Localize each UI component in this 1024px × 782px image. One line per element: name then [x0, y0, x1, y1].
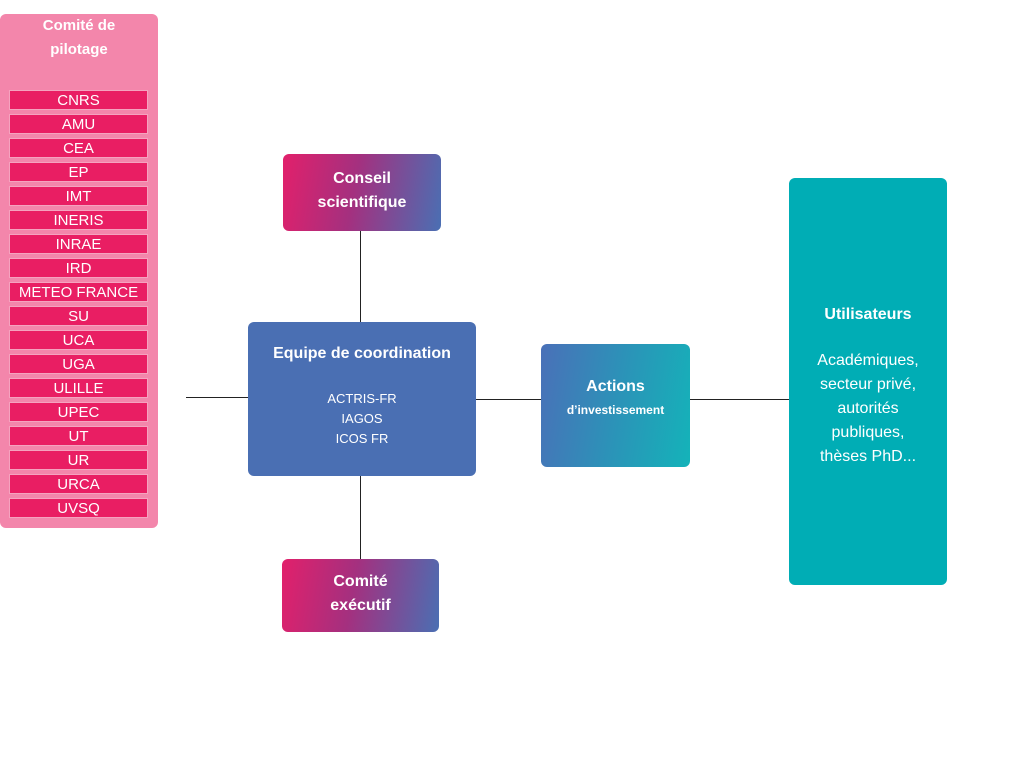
utilisateurs-line: thèses PhD... — [819, 448, 917, 465]
conseil-scientifique-box: Conseil scientifique — [283, 154, 441, 231]
member-item: ULILLE — [9, 378, 148, 398]
member-item: EP — [9, 162, 148, 182]
member-item: IMT — [9, 186, 148, 206]
coordination-items: ACTRIS-FR IAGOS ICOS FR — [248, 389, 476, 449]
member-item: UGA — [9, 354, 148, 374]
utilisateurs-line: Académiques, — [817, 352, 919, 369]
equipe-coordination-box: Equipe de coordination ACTRIS-FR IAGOS I… — [248, 322, 476, 476]
member-item: AMU — [9, 114, 148, 134]
connector-actions-utilisateurs — [690, 399, 789, 400]
member-item: INRAE — [9, 234, 148, 254]
member-item: CEA — [9, 138, 148, 158]
utilisateurs-line: autorités — [837, 400, 899, 417]
member-item: URCA — [9, 474, 148, 494]
coordination-item: ACTRIS-FR — [327, 391, 397, 406]
connector-coordination-actions — [476, 399, 541, 400]
member-item: METEO FRANCE — [9, 282, 148, 302]
utilisateurs-line: publiques, — [831, 424, 905, 441]
comite-executif-line2: exécutif — [330, 597, 391, 614]
utilisateurs-description: Académiques, secteur privé, autorités pu… — [789, 349, 947, 469]
actions-title: Actions — [586, 378, 645, 395]
member-list: CNRS AMU CEA EP IMT INERIS INRAE IRD MET… — [9, 90, 148, 522]
comite-de-pilotage-panel: Comité de pilotage CNRS AMU CEA EP IMT I… — [0, 14, 158, 528]
comite-de-pilotage-title-line2: pilotage — [50, 41, 108, 58]
member-item: UPEC — [9, 402, 148, 422]
connector-conseil-coordination — [360, 231, 361, 322]
conseil-scientifique-line2: scientifique — [317, 194, 407, 211]
actions-investissement-box: Actions d’investissement — [541, 344, 690, 467]
member-item: IRD — [9, 258, 148, 278]
comite-executif-line1: Comité — [333, 573, 388, 590]
equipe-coordination-title: Equipe de coordination — [273, 345, 451, 362]
utilisateurs-title: Utilisateurs — [824, 306, 912, 323]
member-item: UT — [9, 426, 148, 446]
coordination-item: ICOS FR — [335, 431, 389, 446]
member-item: UCA — [9, 330, 148, 350]
utilisateurs-box: Utilisateurs Académiques, secteur privé,… — [789, 178, 947, 585]
utilisateurs-line: secteur privé, — [819, 376, 917, 393]
member-item: INERIS — [9, 210, 148, 230]
connector-coordination-comite-executif — [360, 476, 361, 559]
member-item: UVSQ — [9, 498, 148, 518]
actions-subtitle: d’investissement — [566, 403, 665, 417]
connector-pilotage-coordination — [186, 397, 248, 398]
coordination-item: IAGOS — [341, 411, 383, 426]
comite-de-pilotage-title: Comité de pilotage — [0, 14, 158, 62]
member-item: UR — [9, 450, 148, 470]
comite-de-pilotage-title-line1: Comité de — [42, 17, 116, 34]
conseil-scientifique-line1: Conseil — [333, 170, 391, 187]
member-item: CNRS — [9, 90, 148, 110]
comite-executif-box: Comité exécutif — [282, 559, 439, 632]
member-item: SU — [9, 306, 148, 326]
